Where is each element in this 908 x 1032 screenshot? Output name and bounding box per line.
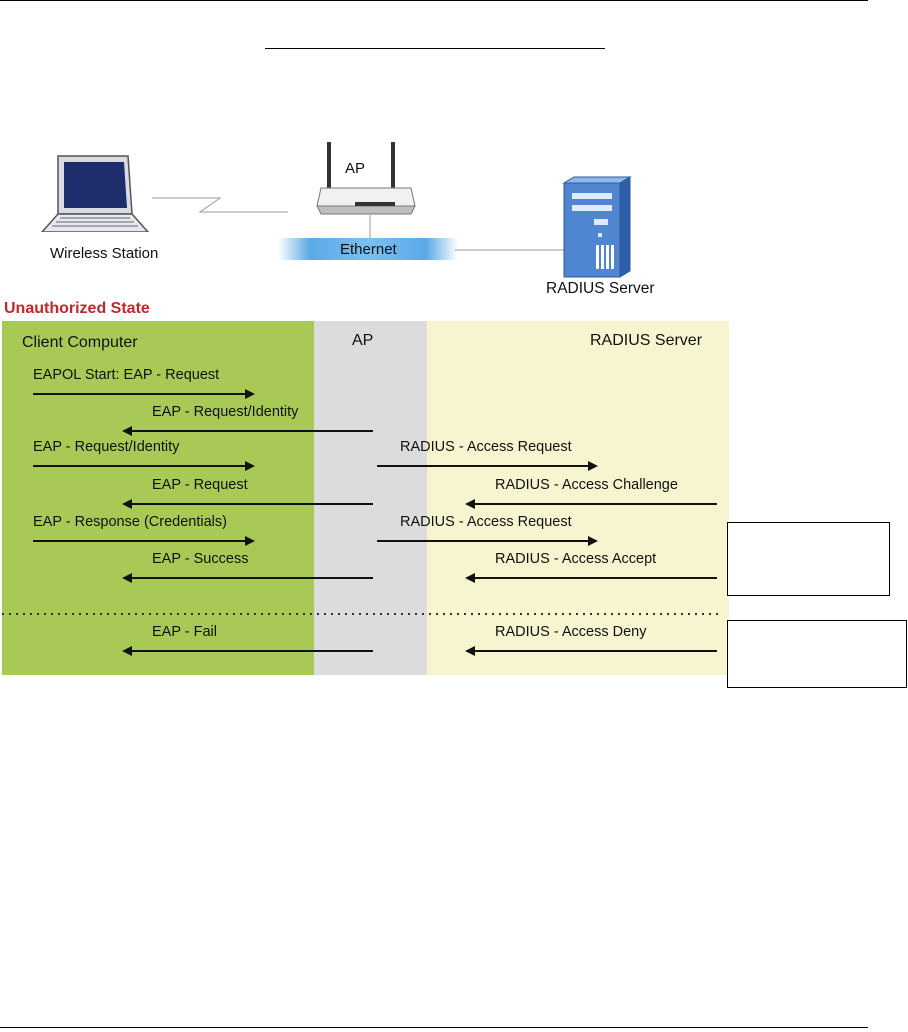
radius-column-header: RADIUS Server [590, 332, 703, 349]
message-arrow: EAP - Response (Credentials) [33, 514, 255, 549]
arrow-line [33, 389, 255, 399]
message-arrow: RADIUS - Access Request [377, 439, 598, 474]
message-arrow: EAP - Request [122, 477, 373, 512]
arrow-line [465, 499, 717, 509]
top-rule [0, 0, 868, 1]
arrow-line [377, 461, 598, 471]
note-box-success [727, 522, 890, 596]
wireless-link [152, 197, 288, 213]
ap-lane [314, 321, 427, 675]
arrow-line [122, 499, 373, 509]
arrow-line [33, 461, 255, 471]
server-icon [562, 176, 632, 278]
message-arrow: EAP - Fail [122, 624, 373, 659]
ethernet-label: Ethernet [340, 241, 397, 258]
arrow-line [122, 573, 373, 583]
ap-ethernet-drop [369, 215, 371, 240]
message-label: EAP - Fail [152, 624, 218, 640]
message-arrow: EAP - Request/Identity [122, 404, 373, 439]
message-label: RADIUS - Access Accept [495, 551, 657, 567]
message-arrow: EAP - Request/Identity [33, 439, 255, 474]
bottom-rule [0, 1027, 868, 1028]
message-label: EAP - Success [152, 551, 249, 567]
message-label: RADIUS - Access Request [400, 514, 572, 530]
message-arrow: RADIUS - Access Request [377, 514, 598, 549]
arrow-head-icon [465, 646, 475, 656]
arrow-head-icon [588, 536, 598, 546]
arrow-head-icon [122, 499, 132, 509]
arrow-line [465, 573, 717, 583]
laptop-icon [40, 155, 150, 232]
arrow-line [465, 646, 717, 656]
message-label: EAP - Request [152, 477, 248, 493]
arrow-line [377, 536, 598, 546]
arrow-head-icon [588, 461, 598, 471]
ap-label: AP [345, 160, 366, 177]
arrow-head-icon [245, 389, 255, 399]
client-column-header: Client Computer [22, 334, 138, 351]
network-diagram: Wireless Station AP Ethernet RADIUS Serv… [0, 120, 908, 300]
message-label: RADIUS - Access Challenge [495, 477, 678, 493]
message-arrow: EAP - Success [122, 551, 373, 586]
access-point-icon [316, 142, 416, 215]
arrow-head-icon [465, 499, 475, 509]
arrow-head-icon [465, 573, 475, 583]
message-arrow: RADIUS - Access Accept [465, 551, 717, 586]
message-arrow: RADIUS - Access Deny [465, 624, 717, 659]
message-arrow: EAPOL Start: EAP - Request [33, 367, 255, 402]
message-label: EAP - Response (Credentials) [33, 514, 227, 530]
arrow-line [122, 426, 373, 436]
note-box-fail [727, 620, 907, 688]
message-label: RADIUS - Access Deny [495, 624, 647, 640]
ap-column-header: AP [352, 332, 374, 349]
arrow-head-icon [245, 536, 255, 546]
client-lane [2, 321, 314, 675]
arrow-head-icon [122, 646, 132, 656]
radius-server-label: RADIUS Server [546, 280, 655, 297]
message-arrow: RADIUS - Access Challenge [465, 477, 717, 512]
arrow-head-icon [245, 461, 255, 471]
ethernet-bar [278, 238, 458, 260]
arrow-line [33, 536, 255, 546]
message-label: EAP - Request/Identity [152, 404, 299, 420]
message-label: EAP - Request/Identity [33, 439, 180, 455]
radius-lane [427, 321, 729, 675]
arrow-line [122, 646, 373, 656]
arrow-head-icon [122, 426, 132, 436]
message-label: RADIUS - Access Request [400, 439, 572, 455]
unauthorized-state-label: Unauthorized State [4, 300, 150, 317]
ethernet-link [455, 249, 565, 251]
arrow-head-icon [122, 573, 132, 583]
title-underline [265, 48, 605, 49]
message-label: EAPOL Start: EAP - Request [33, 367, 220, 383]
separator-line [2, 613, 720, 615]
wireless-station-label: Wireless Station [50, 245, 159, 262]
